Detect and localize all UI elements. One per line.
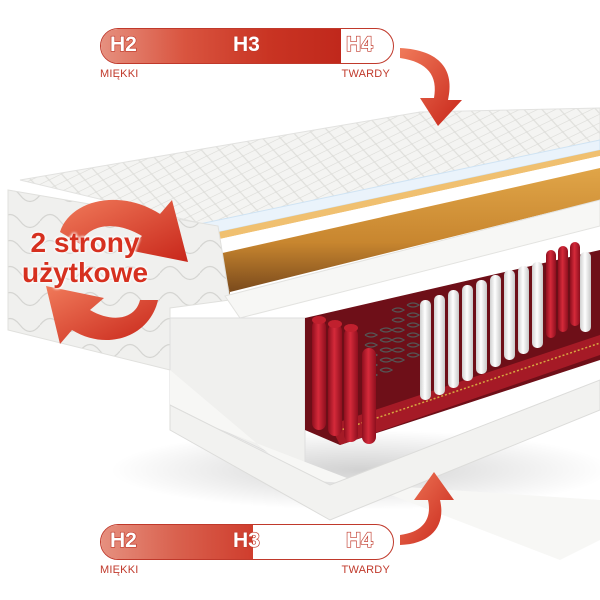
firmness-fill xyxy=(101,525,253,559)
firmness-fill xyxy=(101,29,341,63)
rotate-arrow-bottom-icon xyxy=(46,286,158,344)
firmness-bar xyxy=(100,524,394,560)
firmness-bar xyxy=(100,28,394,64)
badge-line-1: 2 strony xyxy=(30,227,140,258)
arrow-up-icon xyxy=(400,472,454,545)
level-h3: H3 xyxy=(232,32,260,56)
label-hard: TWARDY xyxy=(341,564,390,576)
two-sided-badge: 2 strony użytkowe xyxy=(10,228,160,288)
label-soft: MIĘKKI xyxy=(100,564,139,576)
level-h3: H3 xyxy=(232,528,260,552)
red-springs-front xyxy=(312,316,376,444)
white-springs xyxy=(420,252,591,400)
level-h2: H2 xyxy=(109,528,137,552)
rotate-arrow-top-icon xyxy=(60,199,188,262)
top-firmness-scale: H2 H3 H4 MIĘKKI TWARDY xyxy=(100,28,394,80)
badge-line-2: użytkowe xyxy=(21,257,149,288)
level-h2: H2 xyxy=(109,32,137,56)
metal-coils xyxy=(364,302,421,378)
level-h4: H4 xyxy=(345,32,373,56)
red-springs-right xyxy=(546,242,580,338)
level-h4: H4 xyxy=(345,528,373,552)
label-soft: MIĘKKI xyxy=(100,68,139,80)
bottom-firmness-scale: H2 H3 H4 MIĘKKI TWARDY xyxy=(100,524,394,576)
label-hard: TWARDY xyxy=(341,68,390,80)
arrow-down-icon xyxy=(400,48,462,126)
